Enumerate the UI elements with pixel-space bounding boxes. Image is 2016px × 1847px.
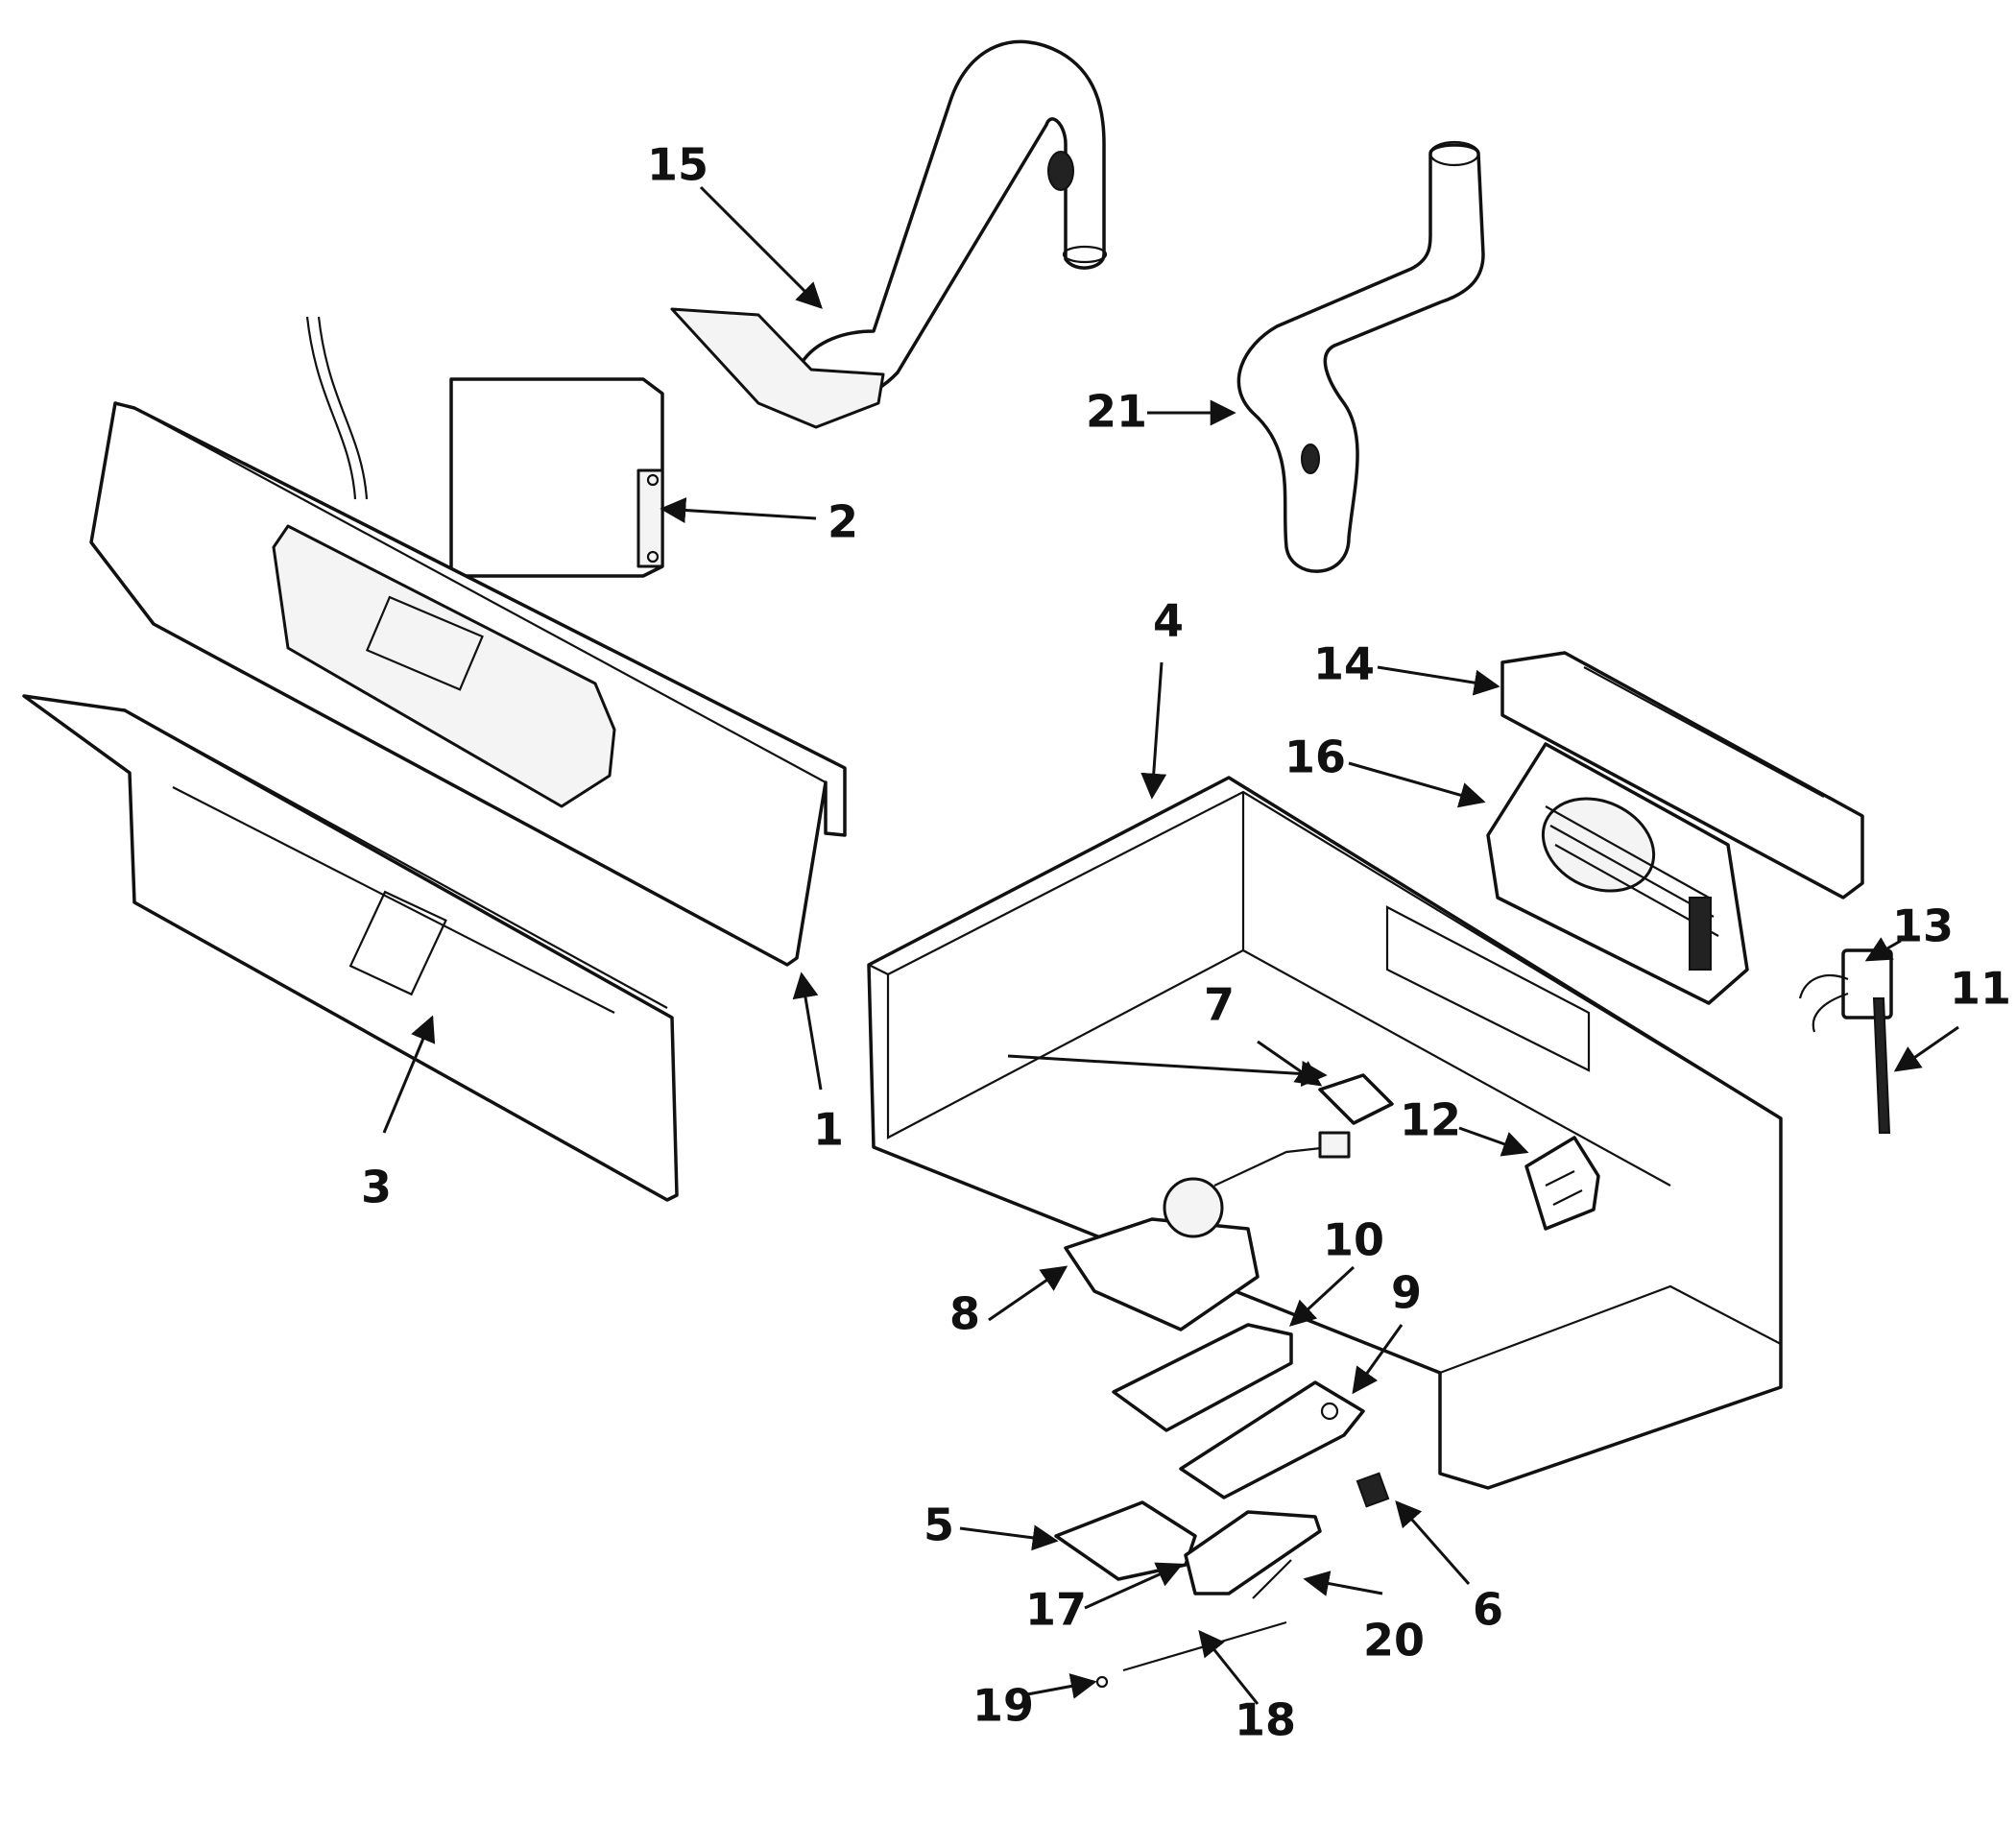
leader-3 <box>382 1015 436 1134</box>
part-3-lower-panel <box>22 694 679 1202</box>
callout-20: 20 <box>1363 1615 1425 1667</box>
leader-7b <box>1257 1040 1323 1087</box>
leader-20 <box>1303 1571 1383 1596</box>
part-1-control-panel <box>89 316 847 967</box>
leader-12 <box>1458 1126 1529 1157</box>
part-20-spring <box>1252 1559 1292 1599</box>
callout-18: 18 <box>1235 1694 1296 1746</box>
leader-2 <box>660 497 817 523</box>
leader-14 <box>1377 665 1500 696</box>
leader-5 <box>959 1524 1059 1551</box>
leader-11 <box>1893 1025 1959 1072</box>
callout-labels: 1 2 3 4 5 6 7 8 9 10 11 12 13 14 15 16 1… <box>361 139 2011 1746</box>
part-8-latch-assembly <box>1064 1131 1351 1331</box>
callout-5: 5 <box>924 1499 954 1551</box>
leader-19 <box>1026 1673 1097 1699</box>
callout-21: 21 <box>1086 386 1147 438</box>
part-19-pin <box>1095 1675 1109 1689</box>
callout-2: 2 <box>828 496 858 548</box>
callout-6: 6 <box>1473 1584 1503 1636</box>
part-11-power-cord <box>1872 997 1891 1134</box>
callout-14: 14 <box>1313 638 1375 690</box>
callout-13: 13 <box>1892 900 1954 952</box>
part-7-thermostat <box>1318 1073 1394 1125</box>
leader-17 <box>1084 1562 1184 1610</box>
leader-7 <box>1007 1054 1328 1088</box>
part-15-vent-duct <box>670 39 1108 429</box>
callout-4: 4 <box>1153 595 1184 647</box>
callout-10: 10 <box>1323 1214 1384 1266</box>
part-16-blower-fan <box>1486 742 1749 1005</box>
callout-9: 9 <box>1391 1267 1422 1319</box>
leader-lines <box>382 185 1959 1705</box>
leader-15 <box>699 185 823 309</box>
part-9-bracket <box>1179 1380 1365 1499</box>
callout-1: 1 <box>813 1104 844 1156</box>
callout-16: 16 <box>1284 732 1346 783</box>
leader-13 <box>1864 937 1902 962</box>
callout-19: 19 <box>972 1680 1034 1732</box>
part-2-control-board <box>449 377 664 578</box>
part-17-bracket <box>1184 1510 1322 1595</box>
callout-17: 17 <box>1025 1584 1087 1636</box>
callout-7: 7 <box>1204 979 1235 1031</box>
callout-8: 8 <box>949 1288 980 1340</box>
part-14-bracket <box>1500 651 1864 900</box>
part-10-plate <box>1112 1323 1293 1432</box>
callout-3: 3 <box>361 1162 392 1213</box>
callout-15: 15 <box>647 139 708 191</box>
leader-1 <box>792 971 823 1091</box>
leader-6 <box>1395 1499 1471 1585</box>
leader-16 <box>1348 761 1486 808</box>
leader-18 <box>1198 1629 1260 1705</box>
leader-9 <box>1352 1324 1404 1395</box>
callout-12: 12 <box>1400 1094 1461 1146</box>
leader-10 <box>1289 1265 1356 1327</box>
leader-8 <box>988 1265 1068 1322</box>
part-6-switch <box>1356 1472 1390 1508</box>
leader-4 <box>1140 661 1167 800</box>
part-18-rod <box>1122 1620 1287 1672</box>
part-21-exhaust-tube <box>1236 140 1485 573</box>
callout-11: 11 <box>1950 963 2011 1015</box>
part-12-clip <box>1524 1136 1600 1231</box>
